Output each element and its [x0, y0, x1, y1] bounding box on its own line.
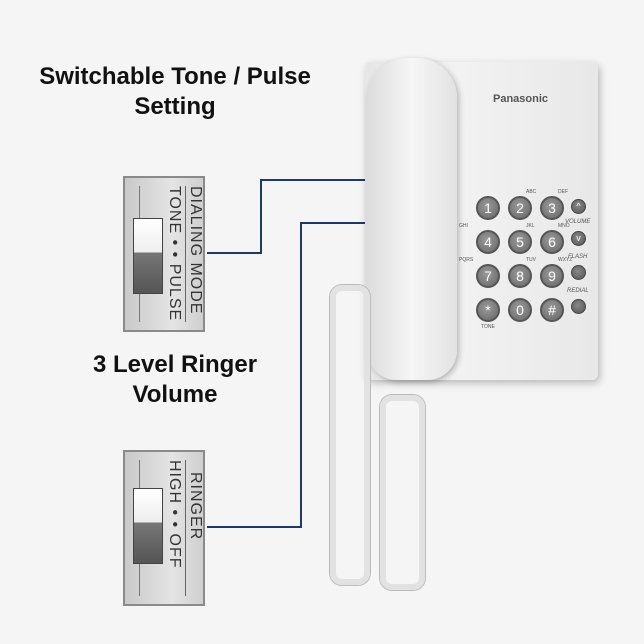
key-letters: PQRS [459, 257, 474, 263]
volume-label: VOLUME [565, 219, 591, 225]
coiled-cord [380, 395, 425, 590]
key-6[interactable]: 6 [540, 230, 564, 254]
key-letters: MNO [558, 223, 570, 229]
key-1[interactable]: 1 [476, 196, 500, 220]
connector-line [260, 179, 365, 181]
connector-line [207, 526, 302, 528]
key-0[interactable]: 0 [508, 298, 532, 322]
ringer-options: HIGH • • OFF [166, 460, 183, 569]
coiled-cord [330, 285, 370, 585]
handset[interactable] [367, 58, 457, 380]
key-hash[interactable]: # [540, 298, 564, 322]
redial-label: REDIAL [567, 288, 589, 294]
divider [185, 186, 186, 322]
brand-logo: Panasonic [493, 93, 549, 105]
ringer-title: RINGER [187, 472, 204, 541]
volume-down-button[interactable]: v [571, 231, 586, 246]
redial-button[interactable] [571, 299, 586, 314]
key-letters: GHI [459, 223, 468, 229]
key-letters: TUV [526, 257, 536, 263]
flash-label: FLASH [568, 254, 588, 260]
key-letters: WXYZ [558, 257, 573, 263]
key-letters: TONE [481, 324, 495, 330]
key-3[interactable]: 3 [540, 196, 564, 220]
connector-line [207, 252, 261, 254]
dialing-mode-options: TONE • • PULSE [166, 186, 183, 322]
key-8[interactable]: 8 [508, 264, 532, 288]
ringer-slider [133, 488, 163, 564]
key-4[interactable]: 4 [476, 230, 500, 254]
key-2[interactable]: 2 [508, 196, 532, 220]
key-9[interactable]: 9 [540, 264, 564, 288]
connector-line [260, 179, 262, 254]
volume-up-button[interactable]: ^ [571, 199, 586, 214]
dialing-mode-switch-panel: TONE • • PULSE DIALING MODE [123, 176, 205, 332]
caption-line: Volume [132, 381, 218, 408]
connector-line [300, 222, 365, 224]
caption-line: Setting [134, 93, 216, 120]
key-letters: DEF [558, 189, 568, 195]
caption-line: Switchable Tone / Pulse [39, 63, 311, 90]
tone-pulse-caption: Switchable Tone / Pulse Setting [20, 62, 330, 122]
key-letters: JKL [526, 223, 535, 229]
ringer-switch-panel: HIGH • • OFF RINGER [123, 450, 205, 606]
key-letters: ABC [526, 189, 537, 195]
caption-line: 3 Level Ringer [92, 351, 258, 378]
dialing-mode-slider [133, 218, 163, 294]
ringer-caption: 3 Level Ringer Volume [60, 350, 290, 410]
connector-line [300, 222, 302, 528]
dialing-mode-title: DIALING MODE [187, 186, 204, 315]
key-7[interactable]: 7 [476, 264, 500, 288]
key-star[interactable]: * [476, 298, 500, 322]
divider [185, 460, 186, 596]
flash-button[interactable] [571, 265, 586, 280]
key-5[interactable]: 5 [508, 230, 532, 254]
